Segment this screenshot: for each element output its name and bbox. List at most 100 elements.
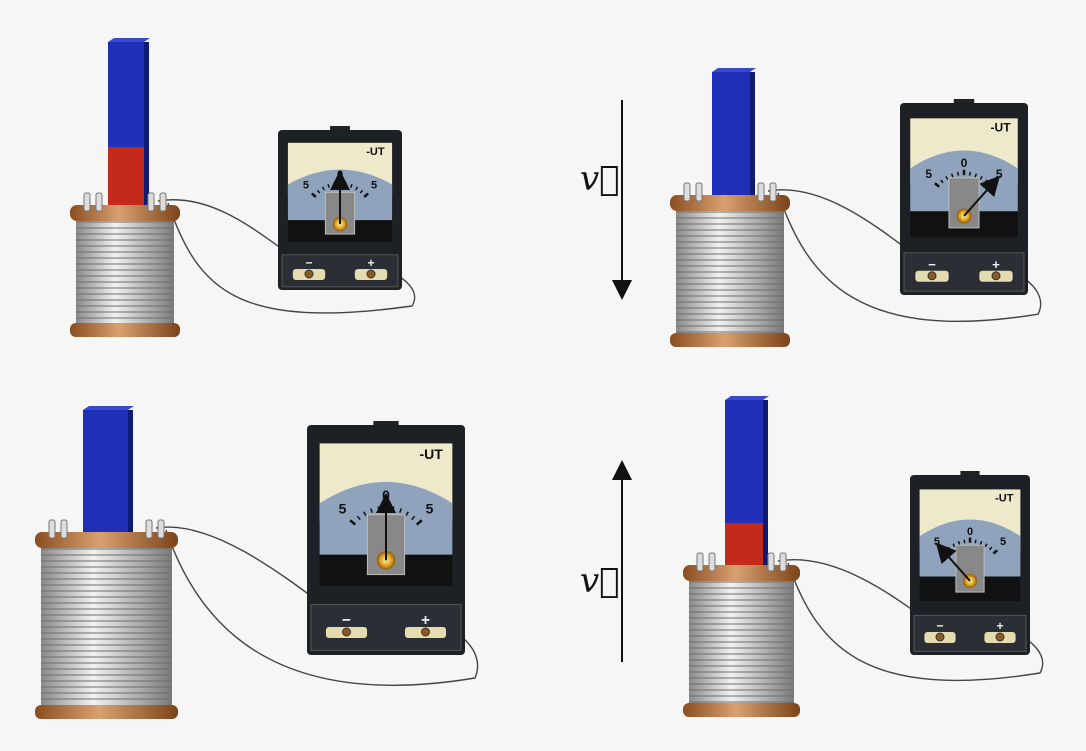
scale-label-zero: 0 xyxy=(337,169,343,181)
unit-label: -UT xyxy=(991,121,1012,135)
terminal-screw-minus xyxy=(342,627,351,637)
scene-top-left: 505-UT−+ xyxy=(70,38,416,337)
scene-top-right: 505-UT−+ xyxy=(670,68,1042,347)
terminal-sign-plus: + xyxy=(367,256,374,270)
scale-tick xyxy=(979,541,983,545)
terminal-post xyxy=(95,192,103,212)
coil-bottom-plate xyxy=(35,705,178,719)
scale-label-zero: 0 xyxy=(967,526,973,538)
magnet-side xyxy=(144,42,149,213)
terminal-screw-minus xyxy=(935,632,945,642)
scale-tick xyxy=(405,511,409,516)
magnet-side xyxy=(750,72,755,200)
scale-label-min: 5 xyxy=(934,536,940,548)
scale-tick xyxy=(316,189,321,194)
scale-tick xyxy=(974,173,978,178)
meter-needle xyxy=(935,542,971,582)
terminal-screw-plus xyxy=(995,632,1005,642)
terminal-post xyxy=(767,552,775,572)
scale-tick xyxy=(363,511,367,516)
magnet-south-pole xyxy=(108,147,144,213)
magnet-top-face xyxy=(83,406,134,410)
meter-top-knob xyxy=(373,421,399,427)
coil-bottom-plate xyxy=(670,333,790,347)
terminal-screw-plus xyxy=(366,269,376,279)
scene-bottom-left: 5 0 5 -UT − + xyxy=(35,406,479,719)
terminal-post xyxy=(157,519,165,539)
scale-tick xyxy=(333,182,336,187)
magnet-top-face xyxy=(108,38,150,42)
terminal-post xyxy=(48,519,56,539)
scale-tick xyxy=(350,184,353,188)
scale-tick xyxy=(940,179,944,184)
scale-tick xyxy=(957,541,961,545)
scale-label-zero: 0 xyxy=(382,487,390,503)
terminal-post xyxy=(83,192,91,212)
terminal-post xyxy=(159,192,167,212)
unit-label: -UT xyxy=(366,146,385,158)
magnet-side xyxy=(128,410,133,540)
scale-tick xyxy=(399,508,402,513)
magnet-side xyxy=(763,400,768,572)
terminal-post xyxy=(779,552,787,572)
coil-bottom-plate xyxy=(70,323,180,337)
terminal-screw-plus xyxy=(421,627,430,637)
scale-label-max: 5 xyxy=(1000,536,1006,548)
terminal-sign-minus: − xyxy=(928,257,936,272)
scale-tick xyxy=(974,539,977,544)
terminal-post xyxy=(769,182,777,202)
scale-tick xyxy=(411,515,416,521)
meter-top-knob xyxy=(960,471,980,477)
terminal-post xyxy=(695,182,703,202)
scale-tick xyxy=(327,184,330,188)
scale-tick xyxy=(415,519,423,526)
terminal-post xyxy=(708,552,716,572)
magnet-south-pole xyxy=(725,523,763,572)
scale-label-min: 5 xyxy=(339,501,347,517)
scale-tick xyxy=(349,519,357,526)
scale-tick xyxy=(311,192,317,198)
terminal-screw-plus xyxy=(991,271,1001,281)
scale-tick xyxy=(344,182,347,187)
terminal-post xyxy=(683,182,691,202)
scale-tick xyxy=(956,171,960,176)
scale-label-max: 5 xyxy=(996,167,1003,181)
terminal-sign-plus: + xyxy=(992,257,1000,272)
scale-tick xyxy=(377,506,380,511)
scene-bottom-right: 505-UT−+ xyxy=(683,396,1044,717)
terminal-post xyxy=(757,182,765,202)
meter-top-knob xyxy=(330,126,350,132)
scale-tick xyxy=(950,173,954,178)
terminal-post xyxy=(696,552,704,572)
coil-top-plate xyxy=(35,532,178,548)
magnet-north-pole xyxy=(83,410,128,540)
scale-tick xyxy=(984,543,988,548)
meter-top-knob xyxy=(953,99,975,105)
scale-tick xyxy=(989,546,993,551)
unit-label: -UT xyxy=(419,446,443,462)
terminal-screw-minus xyxy=(927,271,937,281)
magnet-north-pole xyxy=(712,72,750,200)
scale-label-max: 5 xyxy=(426,501,434,517)
terminal-sign-minus: − xyxy=(342,612,351,629)
scale-tick xyxy=(356,515,361,521)
terminal-screw-minus xyxy=(304,269,314,279)
scale-tick xyxy=(363,192,369,198)
coil-bottom-plate xyxy=(683,703,800,717)
magnet-north-pole xyxy=(725,400,763,523)
magnet-top-face xyxy=(712,68,756,72)
terminal-sign-plus: + xyxy=(996,619,1003,633)
scale-label-min: 5 xyxy=(925,167,932,181)
scale-tick xyxy=(321,186,325,191)
scale-tick xyxy=(370,508,373,513)
terminal-sign-minus: − xyxy=(936,619,943,633)
velocity-label-bottom: v⃗ xyxy=(580,561,620,601)
scale-tick xyxy=(359,189,364,194)
wire-to-plus-terminal xyxy=(165,529,479,686)
scale-tick xyxy=(934,182,940,188)
wire-to-plus-terminal xyxy=(777,192,1042,323)
terminal-post xyxy=(60,519,68,539)
terminal-sign-plus: + xyxy=(421,612,430,629)
magnet-north-pole xyxy=(108,42,144,147)
